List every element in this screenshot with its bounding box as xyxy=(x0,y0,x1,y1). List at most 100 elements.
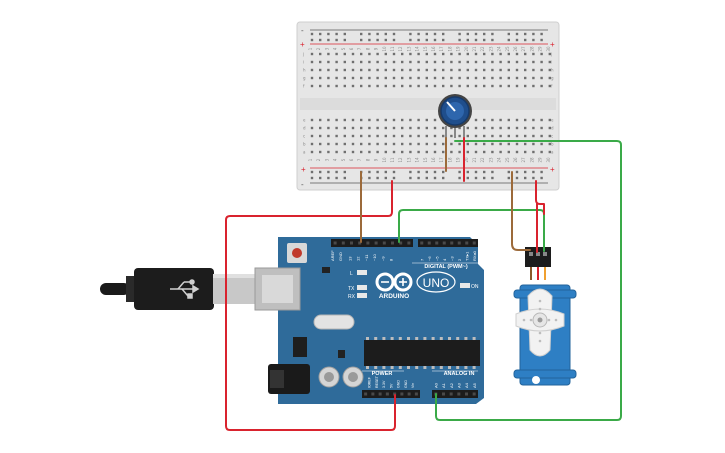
breadboard-hole[interactable] xyxy=(392,52,396,56)
breadboard-hole[interactable] xyxy=(433,76,437,80)
breadboard-hole[interactable] xyxy=(499,142,502,146)
breadboard-hole[interactable] xyxy=(319,68,322,72)
breadboard-hole[interactable] xyxy=(491,150,494,154)
rail-hole[interactable] xyxy=(532,176,535,180)
rail-hole[interactable] xyxy=(515,32,519,36)
rail-hole[interactable] xyxy=(392,38,396,42)
rail-hole[interactable] xyxy=(458,32,461,36)
breadboard-hole[interactable] xyxy=(548,118,551,122)
breadboard-hole[interactable] xyxy=(548,60,551,64)
breadboard-hole[interactable] xyxy=(343,150,346,154)
rail-hole[interactable] xyxy=(343,176,346,180)
breadboard-hole[interactable] xyxy=(368,68,371,72)
breadboard-hole[interactable] xyxy=(499,118,502,122)
breadboard-hole[interactable] xyxy=(360,60,363,64)
breadboard-hole[interactable] xyxy=(319,142,322,146)
header-pin[interactable] xyxy=(364,392,368,396)
rail-hole[interactable] xyxy=(417,38,420,42)
breadboard-hole[interactable] xyxy=(401,142,404,146)
breadboard-hole[interactable] xyxy=(368,134,371,138)
breadboard-hole[interactable] xyxy=(458,68,461,72)
breadboard-hole[interactable] xyxy=(392,150,396,154)
header-pin[interactable] xyxy=(374,241,378,245)
breadboard-hole[interactable] xyxy=(360,150,363,154)
breadboard-hole[interactable] xyxy=(507,150,510,154)
header-pin[interactable] xyxy=(442,241,446,245)
breadboard-hole[interactable] xyxy=(409,118,412,122)
rail-hole[interactable] xyxy=(466,176,469,180)
breadboard-hole[interactable] xyxy=(474,68,478,72)
rail-hole[interactable] xyxy=(409,170,412,174)
breadboard-hole[interactable] xyxy=(483,118,486,122)
breadboard-hole[interactable] xyxy=(384,84,387,88)
breadboard-hole[interactable] xyxy=(507,84,510,88)
breadboard-hole[interactable] xyxy=(368,84,371,88)
header-pin[interactable] xyxy=(465,392,468,396)
reset-button-cap[interactable] xyxy=(292,248,302,258)
header-pin[interactable] xyxy=(393,392,397,396)
breadboard-hole[interactable] xyxy=(343,142,346,146)
breadboard-hole[interactable] xyxy=(507,52,510,56)
breadboard-hole[interactable] xyxy=(343,68,346,72)
breadboard-hole[interactable] xyxy=(409,142,412,146)
breadboard-hole[interactable] xyxy=(442,68,445,72)
potentiometer[interactable] xyxy=(438,94,472,138)
rail-hole[interactable] xyxy=(343,38,346,42)
breadboard-hole[interactable] xyxy=(491,126,494,130)
breadboard-hole[interactable] xyxy=(384,118,387,122)
rail-hole[interactable] xyxy=(425,32,428,36)
header-pin[interactable] xyxy=(457,241,461,245)
breadboard-hole[interactable] xyxy=(417,52,420,56)
breadboard-hole[interactable] xyxy=(368,52,371,56)
breadboard-hole[interactable] xyxy=(335,52,338,56)
breadboard-hole[interactable] xyxy=(532,118,535,122)
breadboard-hole[interactable] xyxy=(499,84,502,88)
rail-hole[interactable] xyxy=(327,176,330,180)
breadboard-hole[interactable] xyxy=(483,142,486,146)
breadboard-hole[interactable] xyxy=(310,76,314,80)
breadboard-hole[interactable] xyxy=(425,142,428,146)
breadboard-hole[interactable] xyxy=(401,52,404,56)
rail-hole[interactable] xyxy=(515,170,519,174)
breadboard-hole[interactable] xyxy=(392,76,396,80)
breadboard-hole[interactable] xyxy=(327,68,330,72)
header-pin[interactable] xyxy=(407,392,411,396)
breadboard-hole[interactable] xyxy=(515,150,519,154)
breadboard-hole[interactable] xyxy=(450,134,453,138)
rail-hole[interactable] xyxy=(335,32,338,36)
breadboard-hole[interactable] xyxy=(335,134,338,138)
rail-hole[interactable] xyxy=(507,176,510,180)
breadboard-hole[interactable] xyxy=(433,52,437,56)
breadboard-hole[interactable] xyxy=(442,134,445,138)
breadboard-hole[interactable] xyxy=(319,76,322,80)
breadboard-hole[interactable] xyxy=(425,134,428,138)
breadboard-hole[interactable] xyxy=(515,76,519,80)
breadboard-hole[interactable] xyxy=(360,52,363,56)
breadboard-hole[interactable] xyxy=(417,68,420,72)
rail-hole[interactable] xyxy=(483,170,486,174)
breadboard-hole[interactable] xyxy=(491,52,494,56)
rail-hole[interactable] xyxy=(433,170,437,174)
breadboard-hole[interactable] xyxy=(335,142,338,146)
rail-hole[interactable] xyxy=(540,176,543,180)
rail-hole[interactable] xyxy=(483,176,486,180)
breadboard-hole[interactable] xyxy=(384,126,387,130)
breadboard-hole[interactable] xyxy=(425,118,428,122)
breadboard-hole[interactable] xyxy=(433,68,437,72)
breadboard-hole[interactable] xyxy=(425,150,428,154)
rail-hole[interactable] xyxy=(335,176,338,180)
breadboard-hole[interactable] xyxy=(351,134,355,138)
breadboard-hole[interactable] xyxy=(376,118,379,122)
breadboard-hole[interactable] xyxy=(401,126,404,130)
rail-hole[interactable] xyxy=(532,32,535,36)
breadboard-hole[interactable] xyxy=(351,150,355,154)
header-pin[interactable] xyxy=(442,392,445,396)
rail-hole[interactable] xyxy=(319,38,322,42)
breadboard-hole[interactable] xyxy=(540,84,543,88)
breadboard-hole[interactable] xyxy=(343,52,346,56)
rail-hole[interactable] xyxy=(540,38,543,42)
servo-motor-icon[interactable] xyxy=(513,247,577,386)
wire-pot-wiper-a0-green[interactable] xyxy=(435,140,622,421)
breadboard-hole[interactable] xyxy=(351,60,355,64)
breadboard-hole[interactable] xyxy=(401,68,404,72)
